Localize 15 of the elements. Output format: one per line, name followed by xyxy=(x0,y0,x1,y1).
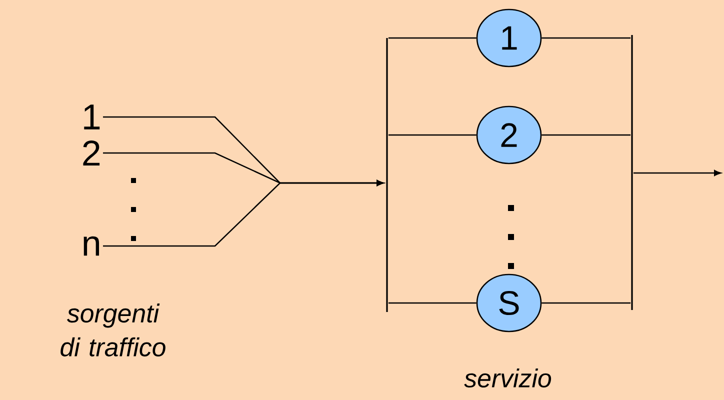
connector-line xyxy=(388,302,476,304)
connector-line xyxy=(633,170,722,176)
caption-text: servizio xyxy=(464,368,552,388)
source-number: 2 xyxy=(83,140,100,166)
connector-line xyxy=(542,37,631,39)
source-number: n xyxy=(84,236,100,256)
connector-line xyxy=(388,37,476,39)
bus-line xyxy=(631,35,633,310)
source-number: 1 xyxy=(84,104,100,130)
connector-line xyxy=(388,134,476,136)
connector-line xyxy=(542,134,631,136)
bus-line xyxy=(386,38,388,312)
connector-line xyxy=(542,302,631,304)
caption-text: sorgenti di traffico xyxy=(60,304,166,356)
connector-line xyxy=(103,180,384,247)
